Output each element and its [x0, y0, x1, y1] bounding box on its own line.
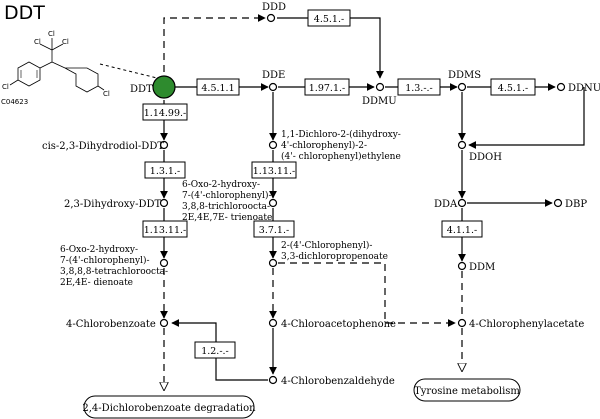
ddm-node[interactable] — [457, 261, 467, 271]
enzyme-3-7-1[interactable]: 3.7.1.- — [253, 220, 295, 238]
chlorobenzoate-label: 4-Chlorobenzoate — [66, 319, 156, 330]
svg-text:7-(4'-chlorophenyl)-: 7-(4'-chlorophenyl)- — [182, 190, 272, 201]
svg-text:2,4-Dichlorobenzoate degradati: 2,4-Dichlorobenzoate degradation — [82, 403, 256, 414]
dihydroxy-ddt-node[interactable] — [159, 198, 169, 208]
ddt-label: DDT — [130, 84, 153, 95]
chloroacetophenone-node[interactable] — [268, 318, 278, 328]
ddms-label: DDMS — [448, 70, 481, 81]
svg-text:2E,4E- dienoate: 2E,4E- dienoate — [60, 278, 133, 288]
svg-text:4.1.1.-: 4.1.1.- — [447, 225, 477, 236]
dbp-label: DBP — [565, 199, 587, 210]
enzyme-4-5-1-top[interactable]: 4.5.1.- — [307, 9, 351, 27]
svg-text:Cl: Cl — [2, 83, 9, 91]
svg-text:Cl: Cl — [48, 30, 55, 38]
svg-text:3.7.1.-: 3.7.1.- — [259, 225, 289, 236]
svg-text:1.3.1.-: 1.3.1.- — [150, 166, 180, 177]
enzyme-1-97-1[interactable]: 1.97.1.- — [304, 78, 350, 96]
svg-text:1.14.99.-: 1.14.99.- — [144, 108, 187, 119]
chlorophenylacetate-node[interactable] — [457, 318, 467, 328]
chlorophenyl-propenoate-node[interactable] — [268, 258, 278, 268]
enzyme-4-5-1-right[interactable]: 4.5.1.- — [490, 78, 536, 96]
svg-text:1.97.1.-: 1.97.1.- — [309, 83, 345, 94]
svg-text:4.5.1.-: 4.5.1.- — [314, 14, 344, 25]
ddt-structure-drawing: Cl Cl Cl Cl Cl C04623 — [1, 30, 110, 106]
dichloro-ethylene-node[interactable] — [268, 140, 278, 150]
svg-text:Cl: Cl — [62, 38, 69, 46]
enzyme-1-2[interactable]: 1.2.-.- — [194, 341, 236, 359]
map-link-dichlorobenzoate-degradation[interactable]: 2,4-Dichlorobenzoate degradation — [82, 395, 256, 419]
ddd-node[interactable] — [266, 13, 276, 23]
ddmu-node[interactable] — [375, 82, 385, 92]
dde-label: DDE — [262, 70, 285, 81]
svg-text:7-(4'-chlorophenyl)-: 7-(4'-chlorophenyl)- — [60, 255, 150, 266]
cis-dihydrodiol-label: cis-2,3-Dihydrodiol-DDT — [42, 141, 164, 152]
cis-dihydrodiol-node[interactable] — [159, 140, 169, 150]
svg-text:4.5.1.-: 4.5.1.- — [498, 83, 528, 94]
svg-text:2E,4E,7E- trienoate: 2E,4E,7E- trienoate — [182, 213, 272, 223]
enzyme-4-5-1-1[interactable]: 4.5.1.1 — [196, 78, 240, 96]
chlorobenzaldehyde-label: 4-Chlorobenzaldehyde — [281, 376, 395, 387]
ddmu-label: DDMU — [362, 96, 397, 107]
ddd-label: DDD — [262, 2, 286, 13]
oxo-tetrachloro-label: 6-Oxo-2-hydroxy- 7-(4'-chlorophenyl)- 3,… — [60, 245, 168, 288]
ddoh-label: DDOH — [469, 152, 502, 163]
svg-text:3,8,8-trichloroocta-: 3,8,8-trichloroocta- — [182, 202, 270, 212]
svg-text:Cl: Cl — [103, 90, 110, 98]
ddm-label: DDM — [469, 262, 495, 273]
chlorobenzaldehyde-node[interactable] — [268, 375, 278, 385]
dde-node[interactable] — [268, 82, 278, 92]
svg-text:Tyrosine metabolism: Tyrosine metabolism — [414, 386, 520, 397]
chlorobenzoate-node[interactable] — [159, 318, 169, 328]
map-title: DDT — [4, 2, 45, 24]
oxo-tetrachloro-node[interactable] — [159, 258, 169, 268]
svg-text:1.13.11.-: 1.13.11.- — [253, 166, 296, 177]
svg-text:1.2.-.-: 1.2.-.- — [201, 346, 229, 357]
svg-text:1,1-Dichloro-2-(dihydroxy-: 1,1-Dichloro-2-(dihydroxy- — [281, 129, 401, 140]
svg-text:1.3.-.-: 1.3.-.- — [405, 83, 433, 94]
chloroacetophenone-label: 4-Chloroacetophenone — [281, 319, 396, 330]
svg-text:4'-chlorophenyl)-2-: 4'-chlorophenyl)-2- — [281, 140, 367, 151]
dda-label: DDA — [434, 199, 458, 210]
oxo-trichloro-node[interactable] — [268, 198, 278, 208]
svg-text:6-Oxo-2-hydroxy-: 6-Oxo-2-hydroxy- — [60, 245, 138, 255]
enzyme-1-3[interactable]: 1.3.-.- — [397, 78, 441, 96]
chlorophenyl-propenoate-label: 2-(4'-Chlorophenyl)- 3,3-dichloropropeno… — [281, 240, 388, 262]
enzyme-1-13-11-left[interactable]: 1.13.11.- — [142, 220, 188, 238]
map-link-tyrosine-metabolism[interactable]: Tyrosine metabolism — [413, 378, 521, 402]
svg-text:(4'- chlorophenyl)ethylene: (4'- chlorophenyl)ethylene — [281, 151, 401, 162]
ddnu-node[interactable] — [556, 82, 566, 92]
svg-text:1.13.11.-: 1.13.11.- — [144, 225, 187, 236]
ddnu-label: DDNU — [568, 83, 600, 94]
svg-text:6-Oxo-2-hydroxy-: 6-Oxo-2-hydroxy- — [182, 180, 260, 190]
dihydroxy-ddt-label: 2,3-Dihydroxy-DDT — [64, 199, 161, 210]
enzyme-1-13-11-mid[interactable]: 1.13.11.- — [251, 161, 297, 179]
oxo-trichloro-label: 6-Oxo-2-hydroxy- 7-(4'-chlorophenyl)- 3,… — [182, 180, 272, 223]
chlorophenylacetate-label: 4-Chlorophenylacetate — [469, 319, 584, 330]
enzyme-1-14-99[interactable]: 1.14.99.- — [142, 103, 188, 121]
compound-id-label: C04623 — [1, 98, 28, 106]
ddoh-node[interactable] — [457, 140, 467, 150]
svg-text:3,3-dichloropropenoate: 3,3-dichloropropenoate — [281, 252, 388, 262]
dichloro-ethylene-label: 1,1-Dichloro-2-(dihydroxy- 4'-chlorophen… — [281, 129, 401, 162]
svg-text:4.5.1.1: 4.5.1.1 — [201, 83, 234, 94]
svg-text:Cl: Cl — [34, 38, 41, 46]
dbp-node[interactable] — [553, 198, 563, 208]
dda-node[interactable] — [457, 198, 467, 208]
ddt-node[interactable] — [152, 75, 176, 99]
svg-text:3,8,8,8-tetrachloroocta-: 3,8,8,8-tetrachloroocta- — [60, 267, 168, 277]
ddms-node[interactable] — [457, 82, 467, 92]
enzyme-1-3-1[interactable]: 1.3.1.- — [144, 161, 186, 179]
svg-text:2-(4'-Chlorophenyl)-: 2-(4'-Chlorophenyl)- — [281, 240, 372, 251]
enzyme-4-1-1[interactable]: 4.1.1.- — [441, 220, 483, 238]
